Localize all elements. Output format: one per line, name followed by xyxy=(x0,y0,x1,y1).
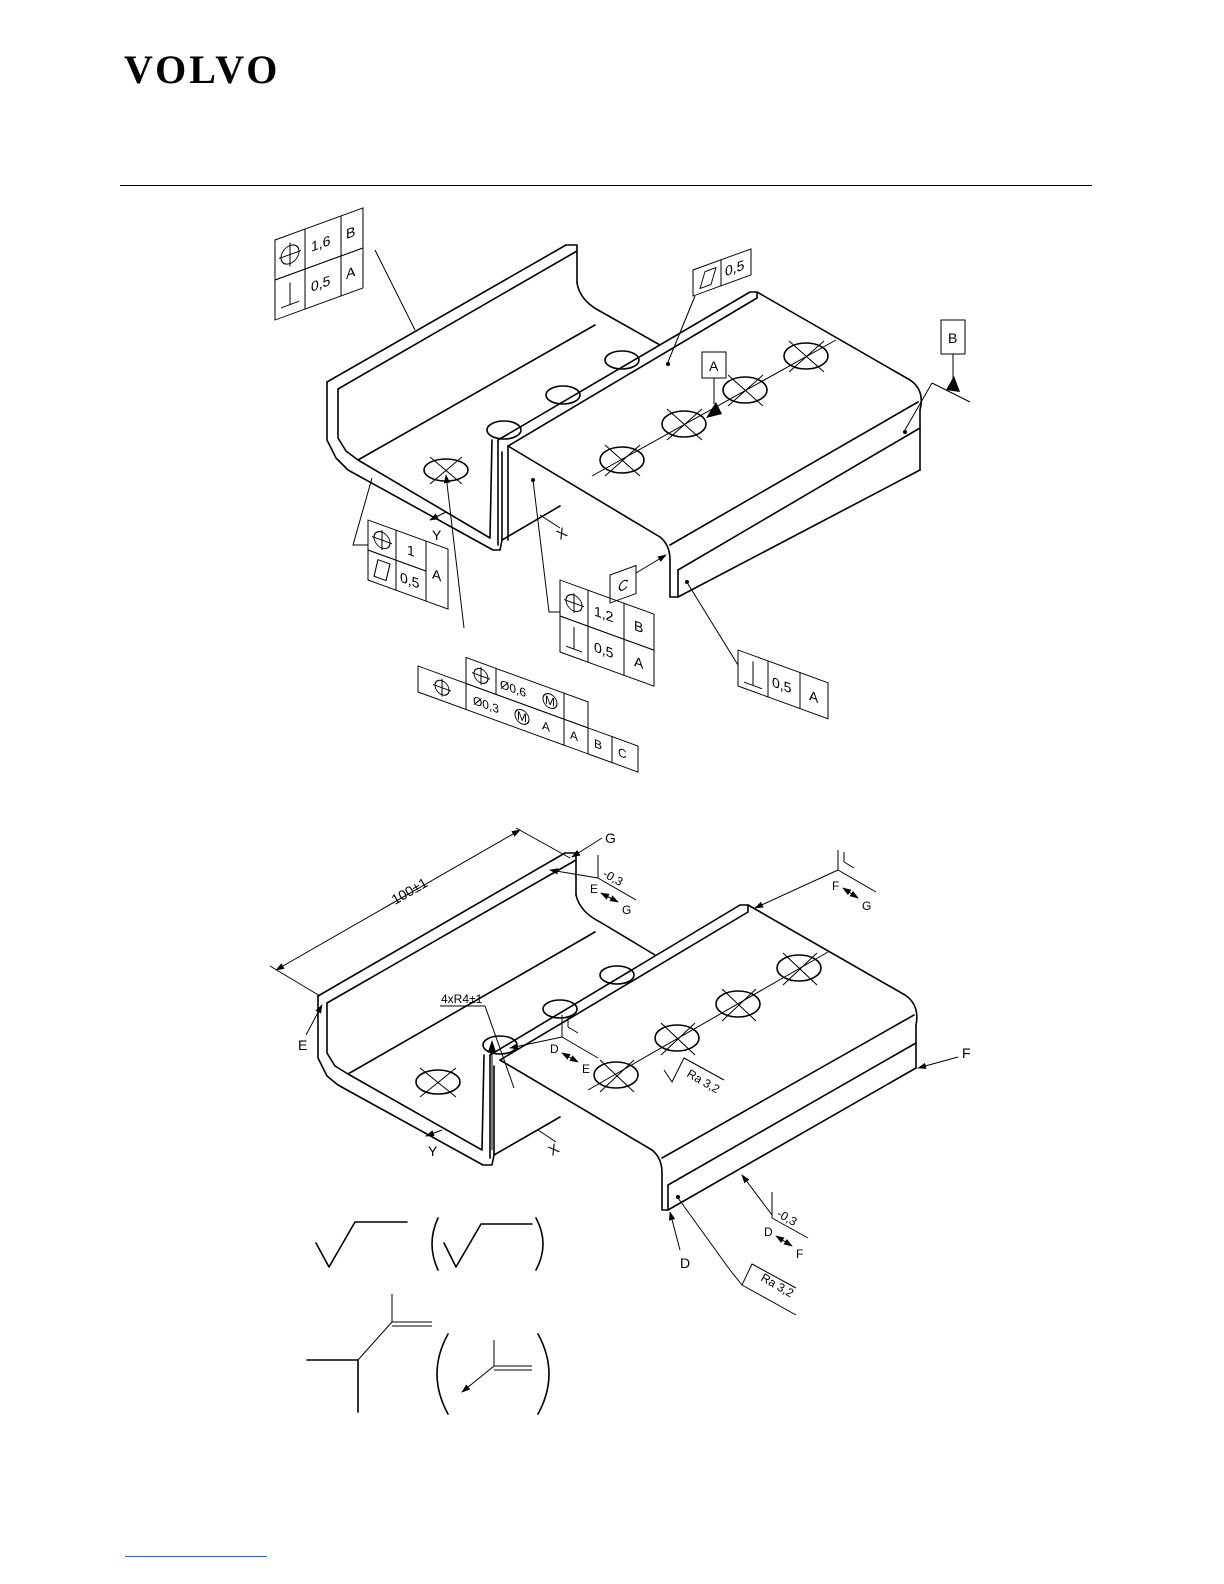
fcf-middle-datum-2: A xyxy=(634,654,644,673)
axis-y-label: Y xyxy=(432,527,442,543)
fcf-middle: 1,2 B 0,5 A xyxy=(560,580,654,686)
fcf-right: 0,5 A xyxy=(738,650,828,719)
fcf-holes-mod-1: M xyxy=(545,693,555,710)
fcf-flatness-top: 0,5 xyxy=(693,249,751,296)
tol-top-ref-left: E xyxy=(590,882,598,896)
fcf-middle-value-1: 1,2 xyxy=(594,604,613,627)
tol-tr-ref-right: G xyxy=(862,899,871,913)
fcf-tl-datum-2: A xyxy=(346,264,356,283)
bracket-open-2-icon xyxy=(437,1334,448,1414)
fcf-left-datum-1: A xyxy=(432,567,442,586)
tol-top: -0,3 xyxy=(601,866,626,889)
diagram-2-dimension-part: 100±1 G -0,3 E G F G E 4xR4±1 xyxy=(270,828,971,1315)
fcf-middle-value-2: 0,5 xyxy=(594,640,613,663)
diagram-1-gdt-part: Y X 1,6 B 0,5 A 0,5 xyxy=(275,208,970,772)
fcf-holes: Ø0,6 M A B C Ø0,3 M A xyxy=(418,640,638,772)
tol-bottom-ref-left: D xyxy=(764,1225,773,1239)
fcf-left-value-1: 1 xyxy=(407,543,415,561)
radius-label: 4xR4±1 xyxy=(441,992,483,1006)
leader-icon xyxy=(358,1322,392,1360)
tol-bottom: -0,3 xyxy=(775,1206,800,1229)
axis-x-label-2: X xyxy=(546,1140,563,1159)
footer-link-rule xyxy=(125,1556,267,1557)
right-channel xyxy=(498,292,921,597)
bracket-open-icon xyxy=(432,1218,438,1270)
tol-mid-ref-left: D xyxy=(550,1042,559,1056)
datum-b-label: B xyxy=(948,330,957,346)
tol-tr-ref-left: F xyxy=(832,879,839,893)
dimension-length: 100±1 xyxy=(389,874,431,907)
datum-a-label: A xyxy=(709,358,719,374)
bracket-close-2-icon xyxy=(538,1334,549,1414)
label-g: G xyxy=(605,830,616,846)
left-channel xyxy=(327,245,660,550)
roughness-symbol-icon xyxy=(316,1222,407,1267)
tol-bottom-ref-right: F xyxy=(796,1247,803,1261)
fcf-tl-value-1: 1,6 xyxy=(311,233,330,256)
fcf-right-value: 0,5 xyxy=(772,675,791,698)
datum-c-label: C xyxy=(618,577,629,596)
corner-icon xyxy=(307,1360,358,1412)
label-f: F xyxy=(962,1045,971,1061)
tol-top-ref-right: G xyxy=(622,903,631,917)
fcf-tl-datum-1: B xyxy=(346,224,355,243)
roughness-symbol-bracketed-icon xyxy=(444,1224,532,1267)
fcf-holes-datum-c: C xyxy=(618,745,627,762)
tol-mid-ref-right: E xyxy=(582,1062,590,1076)
flatness-top-value: 0,5 xyxy=(725,258,744,281)
fcf-left-value-2: 0,5 xyxy=(400,570,419,593)
fcf-holes-datum-b: B xyxy=(594,736,602,752)
fcf-holes-datum-a-2: A xyxy=(542,718,551,735)
axis-x-label: X xyxy=(554,524,571,543)
fcf-tl-value-2: 0,5 xyxy=(311,273,330,296)
datum-c: C xyxy=(610,566,636,603)
roughness-bottom: Ra 3,2 xyxy=(759,1270,797,1300)
label-d: D xyxy=(680,1255,690,1271)
fcf-holes-mod-2: M xyxy=(517,708,527,725)
fcf-right-datum: A xyxy=(809,688,819,707)
roughness-top: Ra 3,2 xyxy=(685,1066,723,1096)
axis-y-label-2: Y xyxy=(428,1143,438,1159)
surface-symbols xyxy=(307,1218,549,1414)
fcf-holes-datum-a: A xyxy=(570,728,579,745)
fcf-middle-datum-1: B xyxy=(634,618,643,637)
fcf-top-left: 1,6 B 0,5 A xyxy=(275,208,363,320)
bracket-close-icon xyxy=(536,1218,543,1270)
label-e: E xyxy=(298,1037,307,1053)
